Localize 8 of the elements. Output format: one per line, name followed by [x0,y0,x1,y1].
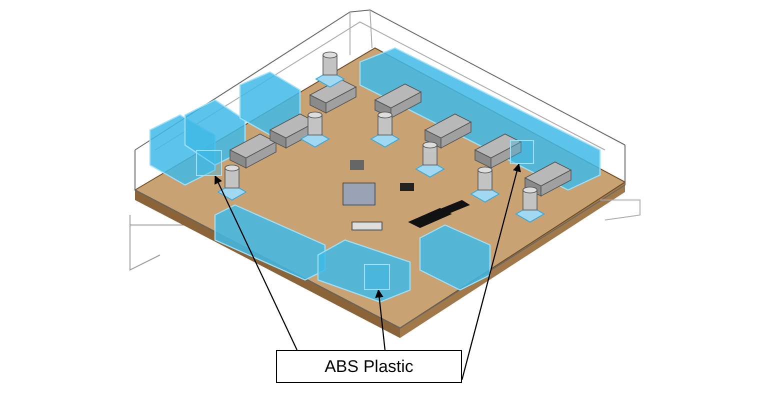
plastic-part [510,140,534,164]
leader-line [214,175,298,350]
callout-label: ABS Plastic [324,356,414,378]
plastic-part [196,150,222,176]
plastic-part [364,264,390,290]
callout-box [276,350,462,383]
leader-line [375,289,386,350]
leader-line [461,163,521,380]
